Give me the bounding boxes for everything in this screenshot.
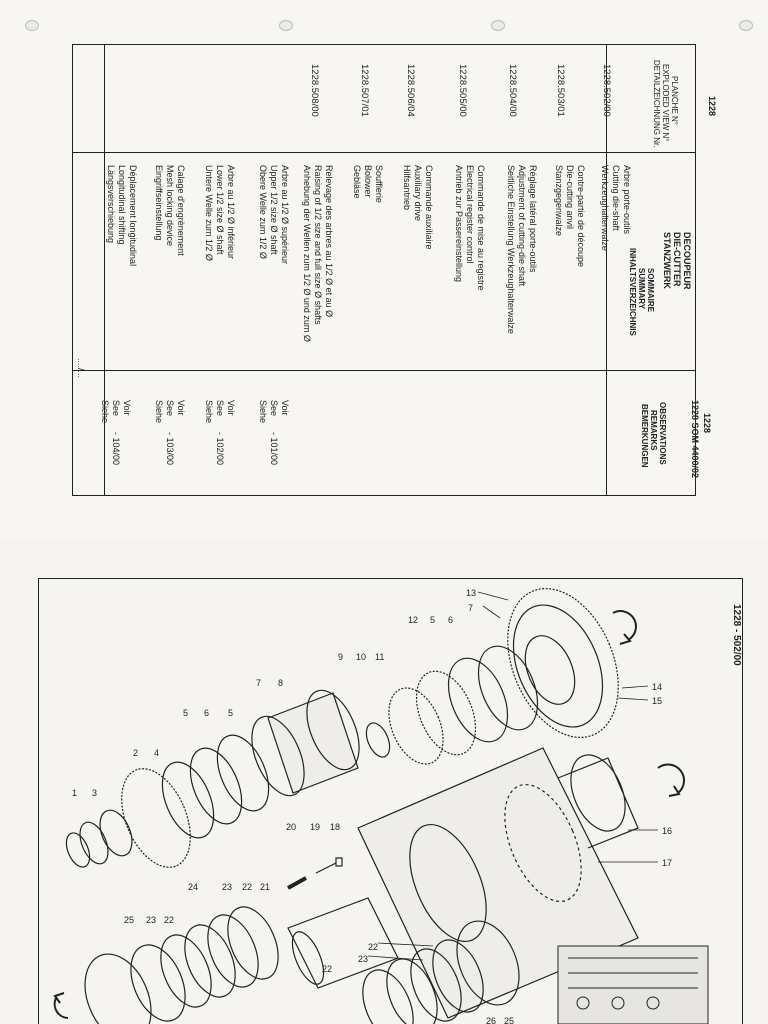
callout: 20 [286, 822, 296, 832]
bolts [287, 857, 343, 890]
callout: 3 [92, 788, 97, 798]
table-frame [72, 44, 696, 496]
callout: 5 [228, 708, 233, 718]
col-plate-3: DETAILZEICHNUNG Nr. [652, 60, 661, 148]
callout: 1 [72, 788, 77, 798]
callout: 25 [124, 915, 134, 925]
callout: 14 [652, 682, 662, 692]
callout: 11 [375, 652, 384, 662]
leader-lines [367, 591, 658, 961]
callout: 5 [183, 708, 188, 718]
callout: 9 [338, 652, 343, 662]
col-divider [104, 44, 105, 496]
callout: 22 [322, 964, 332, 974]
row-code: 1228.504/00 [507, 64, 518, 117]
summary-sheet: 1228 DECOUPEUR DIE-CUTTER STANZWERK 1228… [25, 20, 753, 496]
punch-hole [491, 20, 505, 31]
callout: 4 [154, 748, 159, 758]
header-ref-number: 1228 [702, 413, 712, 434]
col-remarks-3: BEMERKUNGEN [640, 404, 649, 468]
callout: 6 [448, 615, 453, 625]
row-code: 1228.507/01 [359, 64, 370, 117]
header-ref-code: 1228 SOM 4400/02 [690, 400, 700, 479]
row-code: 1228.505/00 [457, 64, 468, 117]
row-divider [72, 370, 696, 371]
exploded-view-drawing: 1 2 3 4 5 6 5 7 8 9 10 11 12 5 6 7 13 14… [53, 587, 709, 1024]
callout: 7 [468, 603, 473, 613]
row-code: 1228.506/04 [405, 64, 416, 117]
top-code: 1228 [707, 96, 717, 117]
header-title-3: STANZWERK [662, 232, 672, 289]
bearing-stack-right [362, 920, 520, 1024]
punch-hole [25, 20, 39, 31]
header-title-2: DIE-CUTTER [672, 232, 682, 287]
machine-thumbnail [557, 945, 709, 1024]
callout: 23 [358, 954, 368, 964]
callout: 15 [652, 696, 662, 706]
callout: 23 [146, 915, 156, 925]
callout: 2 [133, 748, 138, 758]
callout: 17 [662, 858, 672, 868]
callout: 12 [408, 615, 418, 625]
callout: 21 [260, 882, 270, 892]
rings-left [65, 734, 270, 868]
callout: 7 [256, 678, 261, 688]
row-divider [72, 152, 696, 153]
callout: 6 [204, 708, 209, 718]
callout: 22 [164, 915, 174, 925]
callout: 22 [242, 882, 252, 892]
callout: 16 [662, 826, 672, 836]
drawing-frame [38, 578, 743, 1024]
bearing-stack-left [84, 906, 279, 1024]
callout: 5 [430, 615, 435, 625]
row-code: 1228.503/01 [555, 64, 566, 117]
col-divider [606, 44, 607, 496]
row-code: 1228.508/00 [309, 64, 320, 117]
callout: 24 [188, 882, 198, 892]
callout: 25 [504, 1016, 514, 1024]
row-code: 1228.502/00 [601, 64, 612, 117]
punch-hole [739, 20, 753, 31]
col-summary-3: INHALTSVERZEICHNIS [628, 248, 637, 336]
large-gear [507, 587, 619, 739]
callout: 26 [486, 1016, 496, 1024]
rings-upper [365, 645, 539, 765]
rotation-arrows [53, 610, 685, 1019]
header-title-1: DECOUPEUR [682, 232, 692, 290]
callout: 19 [310, 822, 320, 832]
callout: 22 [368, 942, 378, 952]
callout: 8 [278, 678, 283, 688]
callout: 23 [222, 882, 232, 892]
punch-hole [279, 20, 293, 31]
callout: 13 [466, 588, 476, 598]
exploded-view-sheet: 1228 - 502/00 [0, 548, 768, 1024]
callouts: 1 2 3 4 5 6 5 7 8 9 10 11 12 5 6 7 13 14… [72, 588, 672, 1024]
continued-mark: ..../... [76, 358, 86, 379]
callout: 18 [330, 822, 340, 832]
callout: 10 [356, 652, 366, 662]
coupling-drum [251, 689, 360, 797]
